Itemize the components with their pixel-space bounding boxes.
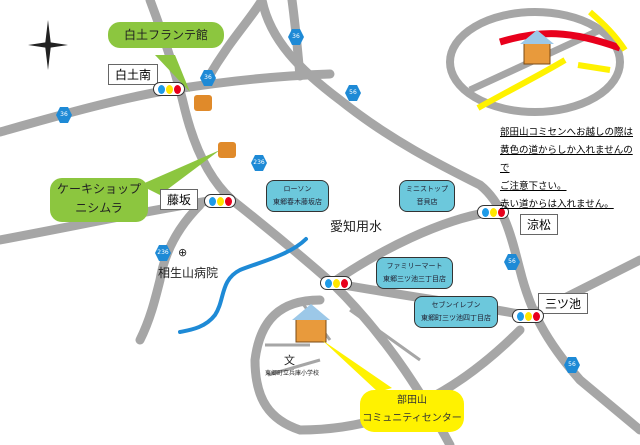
route-36-marker: 36 <box>200 70 216 86</box>
furante-marker <box>194 95 212 111</box>
center-callout-pointer <box>322 340 392 392</box>
store-lawson: ローソン東郷春木藤坂店 <box>266 180 329 212</box>
school-label: 東郷町立兵庫小学校 <box>265 370 320 377</box>
route-236-marker: 236 <box>155 245 171 261</box>
place-shirotsuchi-minami: 白土南 <box>108 64 159 85</box>
compass-icon <box>28 20 68 70</box>
hospital-label: 相生山病院 <box>158 266 219 280</box>
place-fujisaka: 藤坂 <box>160 189 199 210</box>
store-seven-eleven: セブンイレブン東郷町三ツ池四丁目店 <box>414 296 498 328</box>
traffic-signal-icon <box>320 276 352 290</box>
traffic-signal-icon <box>153 82 185 96</box>
route-56-marker: 56 <box>564 357 580 373</box>
route-236-marker: 236 <box>251 155 267 171</box>
cake-shop-marker <box>218 142 236 158</box>
cake-callout-pointer <box>140 150 220 195</box>
route-36-marker: 36 <box>56 107 72 123</box>
furante-callout: 白土フランテ館 <box>108 22 224 48</box>
road-fujisaka-south <box>135 200 205 345</box>
road-family-ne <box>327 207 495 288</box>
traffic-signal-icon <box>204 194 236 208</box>
red-road <box>498 30 622 52</box>
place-mitsuike: 三ツ池 <box>538 293 589 314</box>
traffic-signal-icon <box>477 205 509 219</box>
store-familymart: ファミリーマート東郷三ツ池三丁目店 <box>376 257 453 289</box>
place-suzumatsu: 涼松 <box>520 214 559 235</box>
inset-map <box>440 0 640 120</box>
community-center-house-icon <box>292 304 330 343</box>
access-note: 部田山コミセンへお越しの際は 黄色の道からしか入れませんので ご注意下さい。 赤… <box>500 127 634 210</box>
cake-shop-callout: ケーキショップニシムラ <box>50 178 148 222</box>
store-ministop: ミニストップ音貝店 <box>399 180 455 212</box>
hospital-icon: ⊕ <box>178 246 188 259</box>
yellow-road <box>476 9 628 111</box>
community-center-callout: 部田山コミュニティセンター <box>360 390 464 432</box>
local-street <box>265 299 421 377</box>
route-56-marker: 56 <box>504 254 520 270</box>
aichi-canal-label: 愛知用水 <box>330 220 383 235</box>
aichi-canal-river <box>178 237 308 334</box>
road-36-west <box>203 0 267 83</box>
route-36-marker: 36 <box>288 29 304 45</box>
route-56-marker: 56 <box>345 85 361 101</box>
traffic-signal-icon <box>512 309 544 323</box>
school-icon: 文 <box>284 354 295 367</box>
